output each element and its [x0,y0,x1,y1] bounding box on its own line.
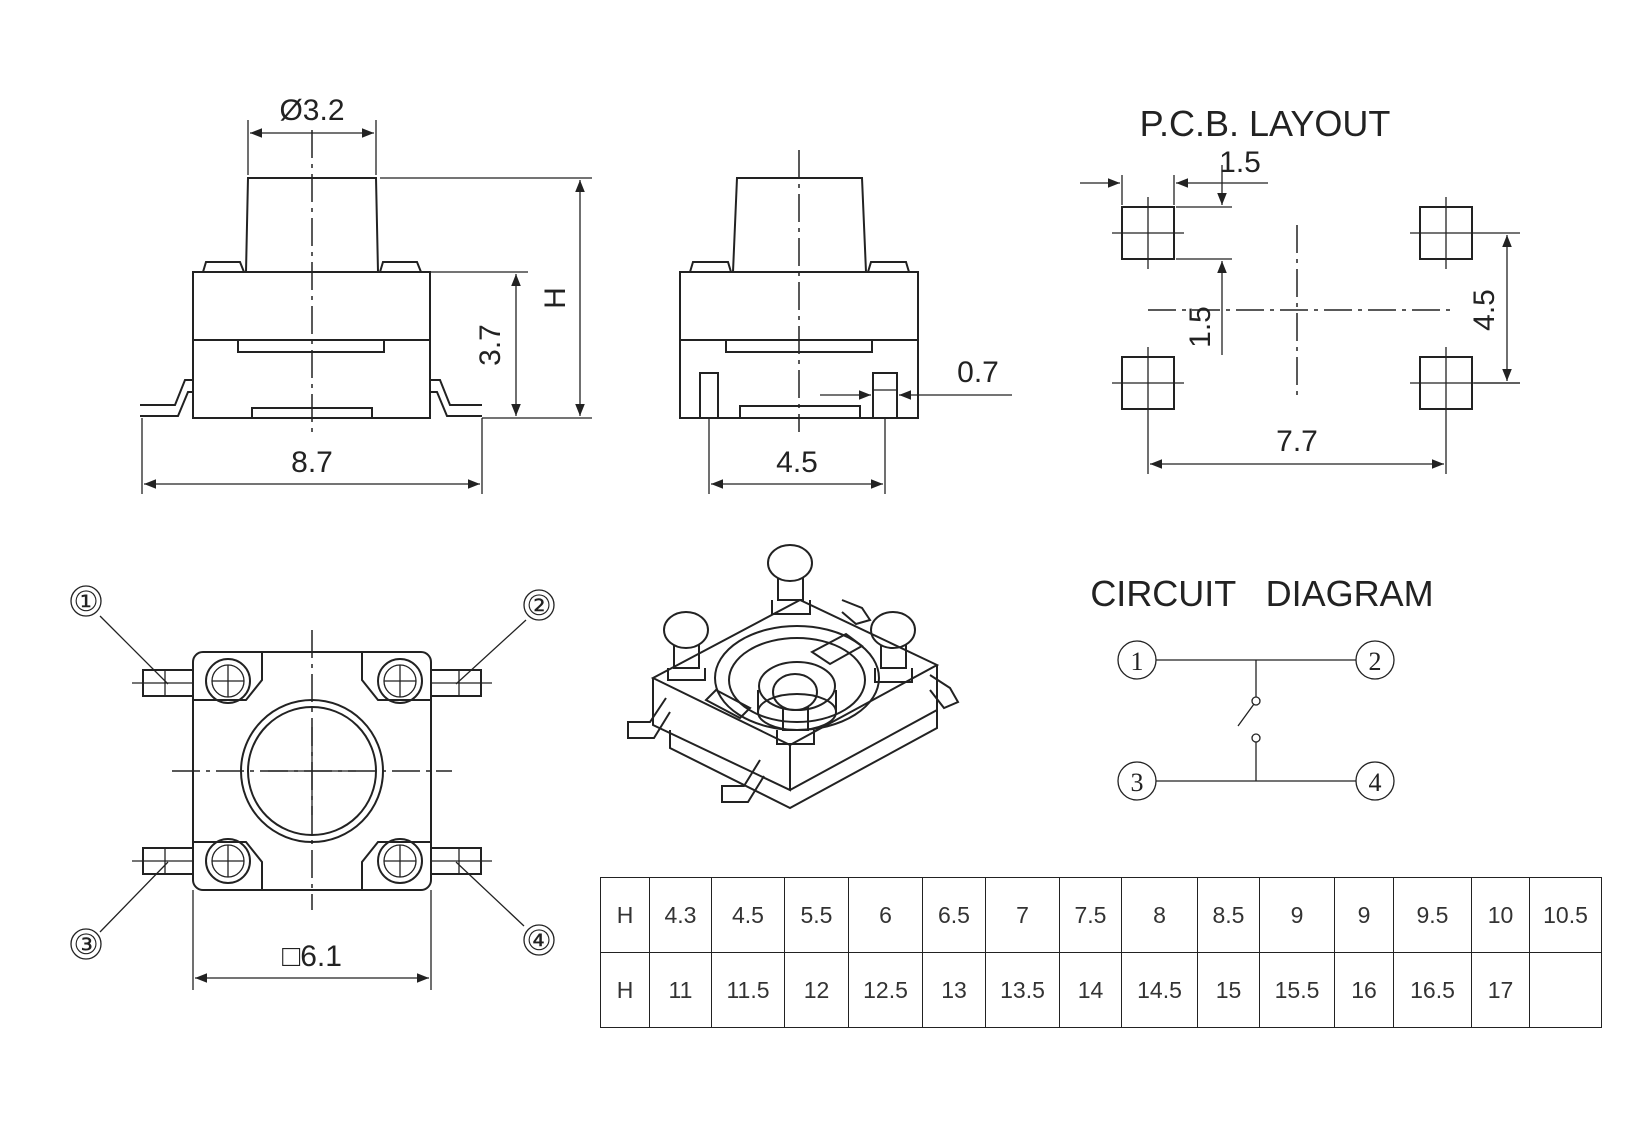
table-cell: 8.5 [1197,877,1260,953]
height-table: H 4.3 4.5 5.5 6 6.5 7 7.5 8 8.5 9 9 9.5 … [600,877,1602,1028]
circuit-diagram-title: CIRCUIT DIAGRAM [1090,573,1433,614]
table-cell: 10.5 [1529,877,1602,953]
pad-bottom-right [1410,347,1520,474]
circuit-pin-1: 1 [1131,647,1144,676]
top-view: ① ② ③ ④ □6.1 [70,585,555,990]
isometric-view [627,544,960,810]
iso-post-front [772,673,818,745]
table-cell: 4.5 [711,877,785,953]
corner-post-bl [193,838,263,890]
table-cell: 15.5 [1259,952,1335,1028]
height-symbol-label: H [539,287,572,309]
pad-top-right [1410,197,1520,269]
table-cell: 14 [1059,952,1122,1028]
table-cell: 9.5 [1393,877,1472,953]
table-cell: 7.5 [1059,877,1122,953]
diameter-label: Ø3.2 [279,94,344,127]
side-view: Ø3.2 H 3.7 8.7 [140,94,592,494]
iso-post-right [870,611,916,683]
pin-1-marker: ① [73,586,98,617]
table-cell: 7 [985,877,1060,953]
table-cell: 6 [848,877,923,953]
table-cell: 10 [1471,877,1530,953]
table-cell: 13 [922,952,986,1028]
table-cell: 13.5 [985,952,1060,1028]
circuit-pin-4: 4 [1369,768,1382,797]
corner-post-tl [193,652,263,704]
pin-3-marker: ③ [73,929,98,960]
table-cell: 16.5 [1393,952,1472,1028]
table-cell: 11.5 [711,952,785,1028]
pad-bottom-left [1112,347,1184,474]
iso-terminals [627,599,960,803]
table-cell: H [600,877,650,953]
table-cell: 5.5 [784,877,849,953]
circuit-pin-2: 2 [1369,647,1382,676]
pad-top-left [1112,197,1184,269]
pin-pitch-label: 4.5 [776,446,818,479]
pad-size-side-label: 1.5 [1184,306,1217,348]
table-cell: 14.5 [1121,952,1198,1028]
iso-post-back [767,544,813,615]
circuit-diagram: CIRCUIT DIAGRAM 1 2 3 4 [1090,573,1434,801]
front-view: 0.7 4.5 [679,150,1012,494]
table-cell: H [600,952,650,1028]
vertical-pitch-label: 4.5 [1468,289,1501,331]
table-cell: 11 [649,952,712,1028]
table-cell: 15 [1197,952,1260,1028]
table-cell: 12 [784,952,849,1028]
table-cell: 6.5 [922,877,986,953]
table-cell: 4.3 [649,877,712,953]
table-cell: 9 [1259,877,1335,953]
pcb-layout: P.C.B. LAYOUT 1.5 1.5 [1080,103,1520,474]
table-row: H 11 11.5 12 12.5 13 13.5 14 14.5 15 15.… [600,952,1602,1028]
table-cell: 9 [1334,877,1394,953]
table-cell: 16 [1334,952,1394,1028]
table-cell: 8 [1121,877,1198,953]
table-cell [1529,952,1602,1028]
table-cell: 12.5 [848,952,923,1028]
corner-post-tr [361,652,431,704]
horizontal-pitch-label: 7.7 [1276,425,1318,458]
pin-width-label: 0.7 [957,356,999,389]
body-size-label: □6.1 [282,940,342,973]
iso-post-left [663,611,709,681]
table-cell: 17 [1471,952,1530,1028]
corner-post-br [361,838,431,890]
width-label: 8.7 [291,446,333,479]
pin-4-marker: ④ [526,925,551,956]
table-row: H 4.3 4.5 5.5 6 6.5 7 7.5 8 8.5 9 9 9.5 … [600,877,1602,953]
body-height-label: 3.7 [474,324,507,366]
pin-2-marker: ② [526,590,551,621]
pad-size-top-label: 1.5 [1219,146,1261,179]
pcb-layout-title: P.C.B. LAYOUT [1140,103,1391,144]
circuit-pin-3: 3 [1131,768,1144,797]
